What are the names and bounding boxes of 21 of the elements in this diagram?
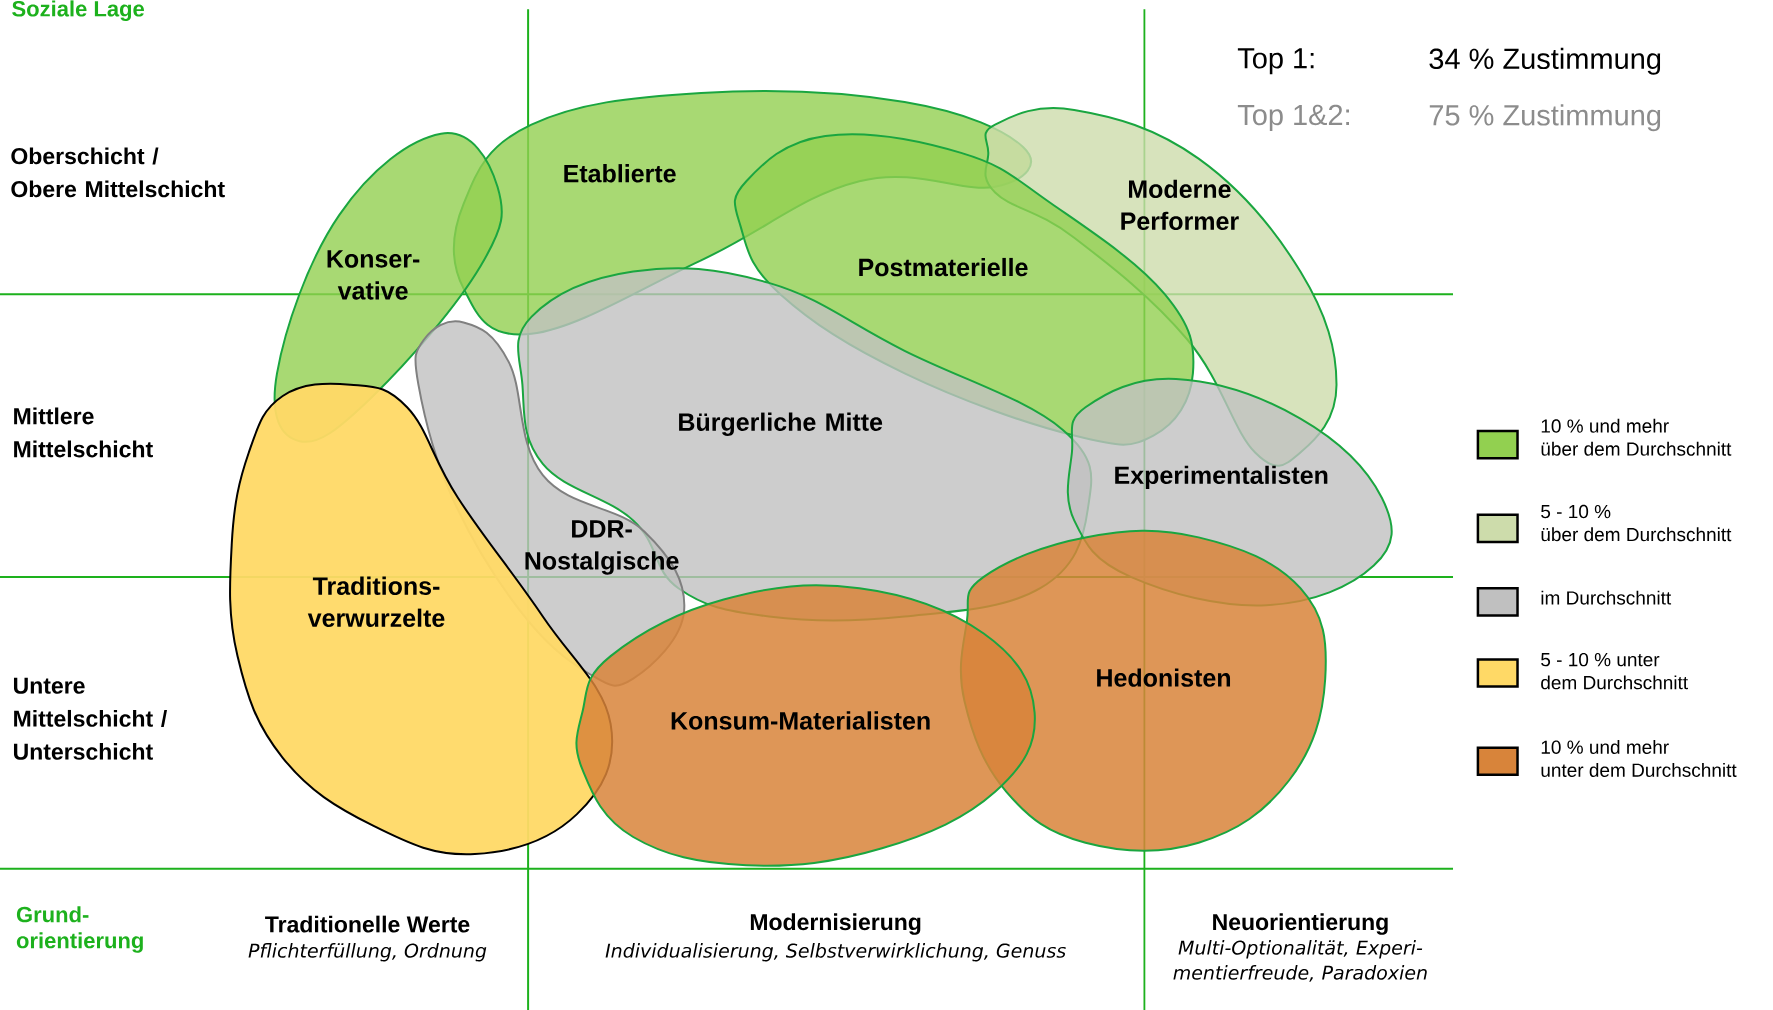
legend-text: 10 % und mehr unter dem Durchschnitt bbox=[1541, 740, 1737, 777]
axis-title: Grund- orientierung bbox=[16, 906, 143, 953]
milieu-area: Hedonisten bbox=[959, 529, 1327, 852]
axis-title: Soziale Lage bbox=[12, 0, 144, 21]
column-subheading: Individualisierung, Selbstverwirklichung, Genuss bbox=[605, 943, 1066, 962]
approval-value: 34 % Zustimmung bbox=[1429, 47, 1661, 75]
column-heading: Traditionelle Werte bbox=[265, 915, 470, 933]
column-subheading: Multi-Optionalität, Experi- mentierfreude, Paradoxien bbox=[1173, 940, 1427, 982]
legend-text: 10 % und mehr über dem Durchschnitt bbox=[1541, 418, 1732, 456]
legend-text: im Durchschnitt bbox=[1541, 590, 1672, 605]
row-label: Oberschicht / Obere Mittelschicht bbox=[11, 147, 225, 198]
milieu-area: Konsum-Materialisten bbox=[575, 584, 1036, 867]
row-label: Mittlere Mittelschicht bbox=[14, 407, 153, 458]
column-heading: Modernisierung bbox=[750, 913, 921, 935]
legend-text: 5 - 10 % unter dem Durchschnitt bbox=[1541, 652, 1688, 690]
approval-value: 75 % Zustimmung bbox=[1429, 104, 1661, 132]
column-heading: Neuorientierung bbox=[1213, 913, 1388, 935]
approval-label: Top 1: bbox=[1237, 48, 1314, 75]
legend-text: 5 - 10 % über dem Durchschnitt bbox=[1541, 504, 1732, 542]
row-label: Untere Mittelschicht / Unterschicht bbox=[14, 677, 167, 760]
column-subheading: Pflichterfüllung, Ordnung bbox=[248, 943, 487, 962]
